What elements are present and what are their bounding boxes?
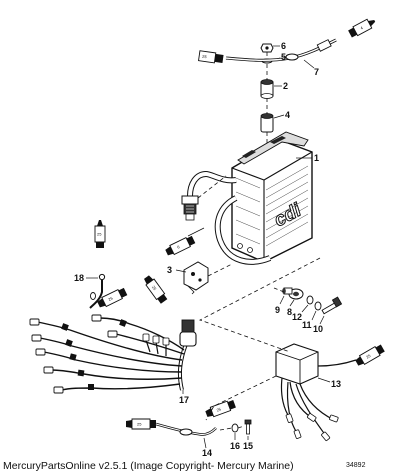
callout-17: 17 [179, 395, 189, 405]
callout-1: 1 [314, 153, 319, 163]
leader-line-7 [303, 59, 315, 69]
callout-labels: 1 2 3 4 5 6 7 8 9 10 11 12 13 14 15 16 1… [74, 41, 341, 458]
tag-label-d: 6 [176, 244, 181, 250]
sealant-tube-left-upper: 25 [94, 220, 106, 248]
callout-5: 5 [281, 52, 286, 62]
tag-label-a: 25 [202, 54, 208, 60]
leader-line-tube-center [187, 227, 205, 237]
lockwasher-part-11[interactable] [314, 301, 322, 311]
callout-10: 10 [313, 324, 323, 334]
callout-3: 3 [167, 265, 172, 275]
image-copyright-caption: MercuryPartsOnline v2.5.1 (Image Copyrig… [3, 460, 294, 472]
callout-13: 13 [331, 379, 341, 389]
sealant-tube-harness: 25 [144, 275, 168, 304]
leader-line-14 [203, 437, 207, 449]
leader-line-4 [273, 114, 285, 119]
sealant-tube-bottom-left: 25 [126, 418, 156, 430]
callout-8: 8 [287, 307, 292, 317]
sensor-module-part-13[interactable] [275, 343, 357, 441]
leader-line-3 [175, 269, 187, 273]
spacer-part-2[interactable] [260, 79, 274, 99]
nut-part-6[interactable] [260, 43, 274, 53]
leader-line-10 [319, 315, 325, 325]
ground-lead-part-18[interactable] [89, 273, 106, 309]
ground-lead-part-14[interactable] [155, 422, 217, 436]
leader-line-11 [311, 310, 317, 321]
callout-14: 14 [202, 448, 212, 458]
leader-line-13 [317, 377, 331, 383]
screw-part-10[interactable] [321, 296, 343, 315]
ground-lead-part-7[interactable] [225, 38, 337, 62]
callout-11: 11 [302, 320, 312, 330]
tag-label-e: 25 [107, 295, 114, 302]
sealant-tube-center: 6 [165, 235, 196, 256]
callout-6: 6 [281, 41, 286, 51]
tag-label-g: 25 [365, 353, 372, 360]
tag-label-h: 25 [137, 422, 142, 427]
wiring-harness-part-17[interactable] [29, 314, 197, 394]
callout-2: 2 [283, 81, 288, 91]
tag-label-b: 4 [359, 25, 364, 31]
sealant-tube-bottom-right: 25 [205, 400, 236, 418]
routing-dashed-lines [197, 52, 321, 431]
sealant-tube-right: 25 [355, 344, 385, 366]
washer-part-16[interactable] [231, 423, 239, 433]
callout-12: 12 [292, 312, 302, 322]
sleeve-part-9[interactable] [282, 287, 293, 295]
tag-label-f: 25 [151, 285, 158, 292]
callout-16: 16 [230, 441, 240, 451]
leader-line-8 [289, 299, 295, 307]
callout-9: 9 [275, 305, 280, 315]
leader-line-9 [279, 295, 285, 305]
screw-part-15[interactable] [244, 419, 252, 435]
tag-label-c: 25 [97, 232, 102, 237]
sealant-tube-top-left: 25 [198, 50, 224, 64]
bushing-part-4[interactable] [260, 113, 274, 133]
callout-7: 7 [314, 67, 319, 77]
callout-15: 15 [243, 441, 253, 451]
tag-label-i: 25 [216, 406, 223, 412]
sealant-tube-left-mid: 25 [97, 287, 128, 308]
washer-part-12[interactable] [306, 295, 314, 305]
sealant-tube-top-right: 4 [348, 18, 376, 38]
bracket-part-3[interactable] [183, 261, 209, 295]
module-connector [181, 195, 199, 221]
callout-18: 18 [74, 273, 84, 283]
callout-4: 4 [285, 110, 290, 120]
module-cable [187, 170, 272, 265]
ignition-module-part-1[interactable]: cdi [231, 131, 313, 263]
drawing-number: 34892 [346, 462, 366, 469]
leader-line-12 [301, 304, 309, 313]
